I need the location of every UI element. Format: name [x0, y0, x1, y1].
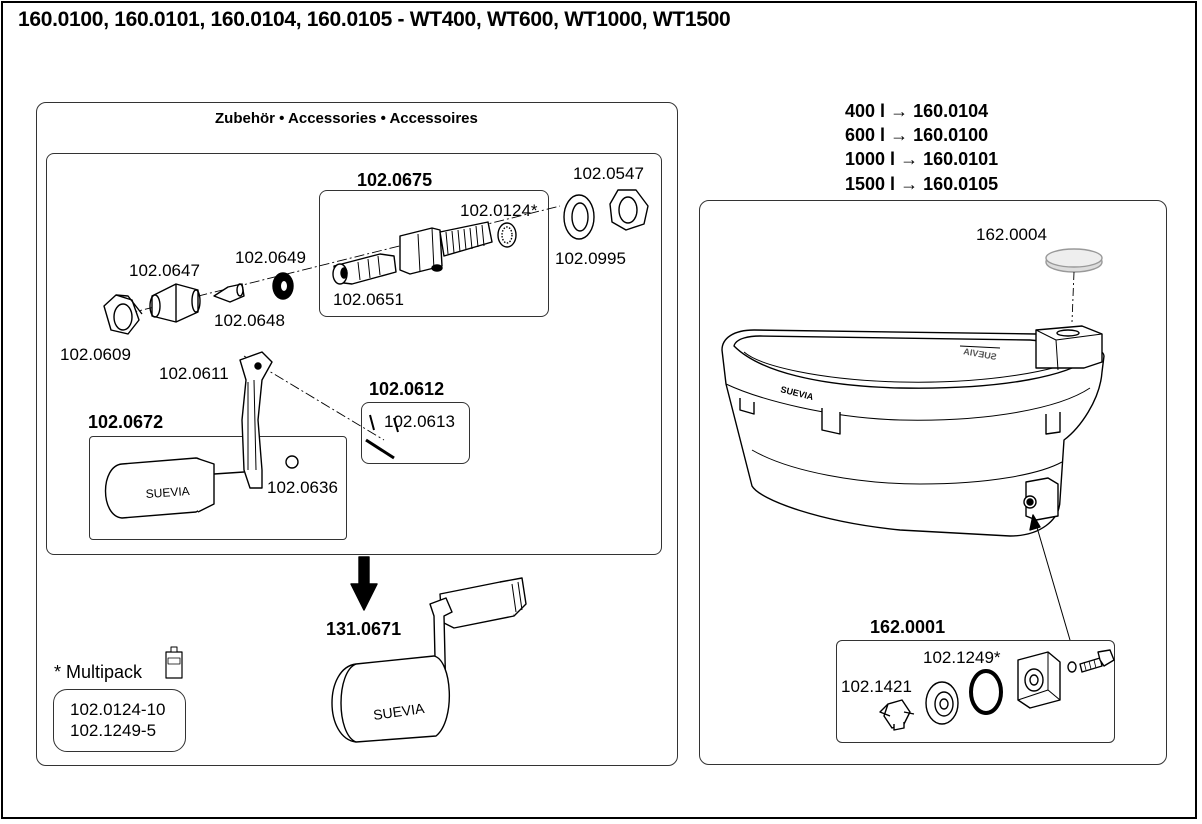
- o-ring-icon: [969, 669, 1003, 715]
- lever-arm-icon: [239, 351, 273, 489]
- label-102-0672: 102.0672: [88, 412, 164, 432]
- valve-sleeve-icon: [149, 283, 201, 323]
- page-title: 160.0100, 160.0101, 160.0104, 160.0105 -…: [18, 8, 731, 31]
- label-102-0651: 102.0651: [333, 290, 404, 309]
- label-102-0611: 102.0611: [159, 364, 229, 383]
- float-brand-text: SUEVIA: [145, 484, 190, 501]
- arrow-down-icon: [350, 556, 378, 611]
- drain-flange-icon: [1017, 651, 1061, 709]
- washer-black-icon: [272, 272, 294, 300]
- multipack-label: * Multipack: [54, 662, 143, 682]
- volume-row-1500: 1500 l → 160.0105: [845, 174, 999, 194]
- label-131-0671: 131.0671: [326, 619, 402, 639]
- trough-panel: [699, 200, 1167, 765]
- label-162-0004: 162.0004: [976, 225, 1047, 244]
- label-102-0636: 102.0636: [267, 478, 338, 497]
- label-102-0124: 102.0124*: [460, 201, 538, 220]
- lock-nut-icon: [609, 189, 649, 231]
- kit-102-0675-box: [319, 190, 549, 317]
- label-102-0675: 102.0675: [357, 170, 433, 190]
- assembled-brand-text: SUEVIA: [372, 700, 426, 723]
- multipack-item-1: 102.0124-10: [70, 700, 166, 719]
- accessories-panel: [36, 102, 678, 766]
- label-102-1421: 102.1421: [841, 677, 912, 696]
- valve-stem-icon: [332, 253, 397, 285]
- assembled-valve-icon: [331, 577, 527, 743]
- label-102-1249: 102.1249*: [923, 648, 1001, 667]
- label-102-0547: 102.0547: [573, 164, 644, 183]
- accessories-inner-panel: [46, 153, 662, 555]
- label-102-0612: 102.0612: [369, 379, 445, 399]
- label-102-0649: 102.0649: [235, 248, 306, 267]
- volume-row-400: 400 l → 160.0104: [845, 101, 989, 121]
- multipack-box: [53, 689, 186, 752]
- float-icon: [104, 455, 299, 519]
- label-162-0001: 162.0001: [870, 617, 946, 637]
- label-102-0995: 102.0995: [555, 249, 626, 268]
- sealing-ring-icon: [563, 194, 595, 240]
- kit-102-0672-box: [89, 436, 347, 540]
- multipack-icon: [165, 646, 183, 679]
- filter-screen-icon: [497, 222, 517, 248]
- label-102-0647: 102.0647: [129, 261, 200, 280]
- water-trough-icon: [721, 325, 1105, 537]
- valve-body-icon: [399, 221, 493, 275]
- volume-row-1000: 1000 l → 160.0101: [845, 149, 999, 169]
- bolt-icon: [1079, 649, 1115, 673]
- drain-kit-box: [836, 640, 1115, 743]
- drain-cap-icon: [925, 681, 959, 725]
- label-102-0609: 102.0609: [60, 345, 131, 364]
- nozzle-icon: [213, 283, 245, 303]
- washer-small-icon: [1067, 661, 1077, 673]
- drain-plug-cap-icon: [1045, 248, 1103, 323]
- wing-nut-icon: [879, 699, 915, 731]
- split-pin-icon: [365, 414, 399, 460]
- label-102-0648: 102.0648: [214, 311, 285, 330]
- hex-nut-icon: [103, 294, 143, 335]
- label-102-0613: 102.0613: [384, 412, 455, 431]
- kit-102-0612-box: [361, 402, 470, 464]
- multipack-item-2: 102.1249-5: [70, 721, 157, 740]
- volume-row-600: 600 l → 160.0100: [845, 125, 989, 145]
- accessories-header: Zubehör • Accessories • Accessoires: [215, 110, 478, 127]
